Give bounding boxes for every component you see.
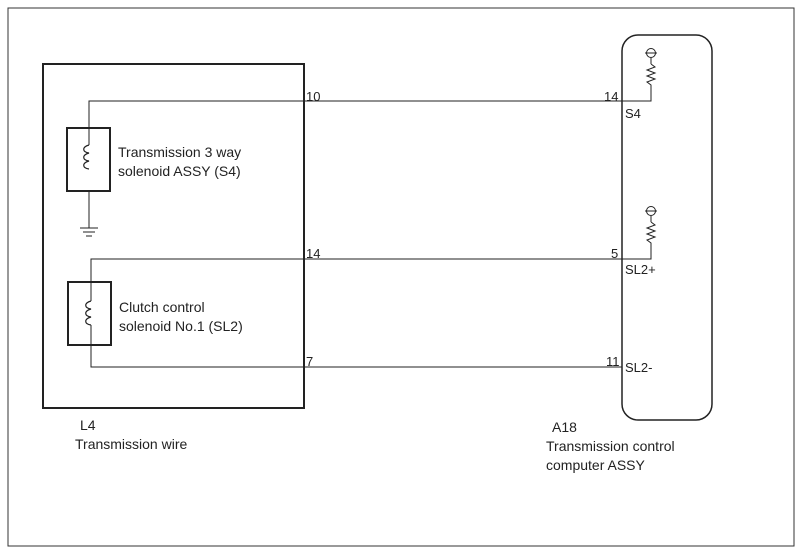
a18-pin-s4: 14 [604,89,619,104]
wire-sl2-plus [90,246,652,301]
diagram-frame [7,7,795,547]
a18-connector-name-line1: Transmission control [546,438,675,454]
a18-computer-box [621,34,713,421]
a18-pin-sl2-minus: 11 [606,354,620,369]
sl2-solenoid [67,281,112,346]
a18-connector-name-line2: computer ASSY [546,457,645,473]
l4-connector-code: L4 [80,417,96,433]
s4-solenoid-label-line1: Transmission 3 way [118,144,242,160]
sl2-solenoid-label-line2: solenoid No.1 (SL2) [119,318,243,334]
a18-terminal-s4: S4 [625,106,641,121]
a18-terminal-sl2-minus: SL2- [625,360,653,375]
l4-connector-name: Transmission wire [75,436,188,452]
ground-symbol [80,191,98,237]
wire-s4 [88,88,652,145]
l4-pin-s4: 10 [306,89,321,104]
a18-pin-sl2-plus: 5 [611,246,619,261]
l4-connector-box [42,63,305,409]
a18-s4-pullup-resistor [645,48,657,88]
l4-pin-sl2-minus: 7 [306,354,314,369]
a18-connector-code: A18 [552,419,577,435]
a18-terminal-sl2-plus: SL2+ [625,262,656,277]
l4-pin-sl2-plus: 14 [306,246,321,261]
wire-sl2-minus [90,325,622,368]
a18-sl2-pullup-resistor [645,206,657,246]
s4-solenoid-label-line2: solenoid ASSY (S4) [118,163,241,179]
sl2-solenoid-label-line1: Clutch control [119,299,205,315]
